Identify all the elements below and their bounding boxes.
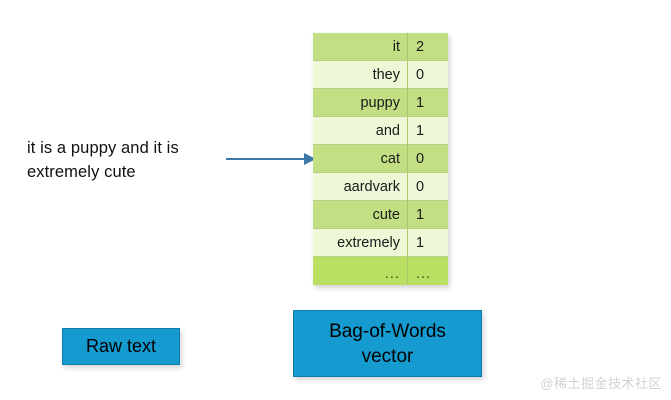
row-count: 0 [408, 173, 448, 201]
watermark-text: @稀土掘金技术社区 [540, 376, 662, 391]
row-word: cat [313, 145, 408, 173]
row-count: 1 [408, 89, 448, 117]
raw-text-label-box: Raw text [62, 328, 180, 365]
arrow-right-icon [226, 148, 316, 170]
row-count: 1 [408, 229, 448, 257]
row-word: they [313, 61, 408, 89]
table-row: it 2 [313, 33, 448, 61]
table-row: extremely 1 [313, 229, 448, 257]
raw-sentence-text: it is a puppy and it is extremely cute [27, 139, 179, 181]
table-row: and 1 [313, 117, 448, 145]
table-row: cat 0 [313, 145, 448, 173]
row-count: 1 [408, 201, 448, 229]
table-row: cute 1 [313, 201, 448, 229]
bag-of-words-table: it 2 they 0 puppy 1 and 1 cat 0 aardvark… [313, 33, 448, 285]
table-row: puppy 1 [313, 89, 448, 117]
table-row: aardvark 0 [313, 173, 448, 201]
bag-of-words-label: Bag-of-Words vector [329, 319, 446, 369]
row-count: 2 [408, 33, 448, 61]
bag-of-words-label-line1: Bag-of-Words [329, 320, 446, 342]
table-row: they 0 [313, 61, 448, 89]
table-row-ellipsis: ... ... [313, 257, 448, 285]
row-word: extremely [313, 229, 408, 257]
row-count: 0 [408, 145, 448, 173]
row-word: aardvark [313, 173, 408, 201]
raw-text-label: Raw text [85, 336, 157, 356]
row-word: puppy [313, 89, 408, 117]
row-word: cute [313, 201, 408, 229]
row-word: and [313, 117, 408, 145]
bag-of-words-label-line2: vector [361, 345, 414, 367]
row-count: 0 [408, 61, 448, 89]
row-word: it [313, 33, 408, 61]
row-count: 1 [408, 117, 448, 145]
arrow-right-svg [226, 153, 316, 165]
row-count: ... [416, 266, 432, 282]
row-word: ... [313, 257, 408, 285]
bag-of-words-label-box: Bag-of-Words vector [293, 310, 482, 377]
